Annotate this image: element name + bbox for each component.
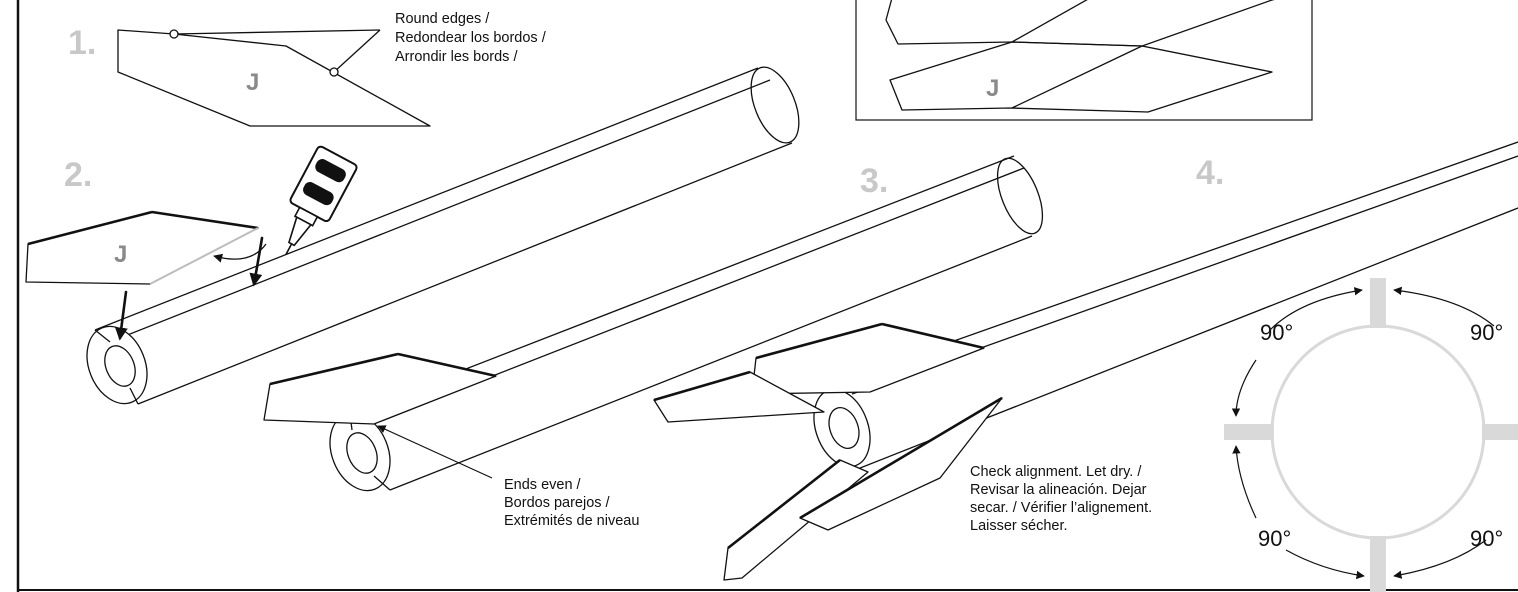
ends-even-pointer bbox=[377, 425, 493, 479]
step-3-note-line-2: Bordos parejos / bbox=[504, 495, 611, 511]
step-1-note-line-3: Arrondir les bords / bbox=[395, 49, 518, 65]
step-4-fin-top bbox=[751, 322, 985, 395]
step-2-tube bbox=[86, 66, 800, 405]
step-1-instructions: Round edges / Redondear los bordos / Arr… bbox=[395, 11, 550, 65]
glue-apply-arrow bbox=[249, 236, 264, 287]
step-2-number: 2. bbox=[64, 156, 92, 194]
angle-arrow-top-right bbox=[1393, 286, 1495, 327]
step-1-note-line-2: Redondear los bordos / bbox=[395, 30, 547, 46]
step-3-note-line-3: Extrémités de niveau bbox=[504, 513, 639, 529]
step-3-tube bbox=[329, 155, 1044, 492]
step-4-note-line-1: Check alignment. Let dry. / bbox=[970, 464, 1142, 480]
step-2-part-letter: J bbox=[114, 241, 127, 268]
angle-arrow-bottom-left bbox=[1285, 549, 1365, 580]
angle-arrow-left-lower bbox=[1232, 445, 1257, 519]
step-4-note-line-2: Revisar la alineación. Dejar bbox=[970, 482, 1147, 498]
round-edge-marker-2 bbox=[329, 67, 339, 77]
step-3-fin bbox=[263, 352, 497, 425]
step-4-fin-lower-left bbox=[723, 458, 869, 581]
fin-rotate-arrow bbox=[213, 243, 267, 263]
angle-arrow-bottom-right bbox=[1393, 539, 1487, 579]
step-1-fin-drawing bbox=[117, 29, 431, 127]
angle-label-top-right: 90° bbox=[1470, 320, 1503, 345]
step-3-note-line-1: Ends even / bbox=[504, 477, 582, 493]
step-3-instructions: Ends even / Bordos parejos / Extrémités … bbox=[504, 477, 639, 529]
glue-bottle-icon bbox=[285, 145, 358, 255]
fin-pair-inset bbox=[855, 0, 1313, 121]
step-4-fin-lower-right bbox=[799, 396, 1003, 531]
step-4-note-line-3: secar. / Vérifier l’alignement. bbox=[970, 500, 1152, 516]
step-4-number: 4. bbox=[1196, 154, 1224, 192]
fin-place-arrow bbox=[114, 290, 128, 341]
step-2-fin bbox=[25, 210, 259, 285]
step-3-number: 3. bbox=[860, 162, 888, 200]
round-edge-marker-1 bbox=[169, 29, 179, 39]
step-4-fin-left bbox=[653, 370, 825, 423]
angle-arrow-left-upper bbox=[1231, 359, 1257, 417]
step-1-part-letter: J bbox=[246, 69, 259, 96]
angle-label-bottom-right: 90° bbox=[1470, 526, 1503, 551]
alignment-guide bbox=[1224, 278, 1518, 592]
step-1-note-line-1: Round edges / bbox=[395, 11, 490, 27]
inset-part-letter: J bbox=[986, 75, 999, 102]
angle-label-bottom-left: 90° bbox=[1258, 526, 1291, 551]
angle-arrow-top-left bbox=[1269, 287, 1363, 331]
step-1-number: 1. bbox=[68, 24, 96, 62]
step-4-instructions: Check alignment. Let dry. / Revisar la a… bbox=[970, 464, 1156, 534]
step-4-note-line-4: Laisser sécher. bbox=[970, 518, 1068, 534]
angle-label-top-left: 90° bbox=[1260, 320, 1293, 345]
